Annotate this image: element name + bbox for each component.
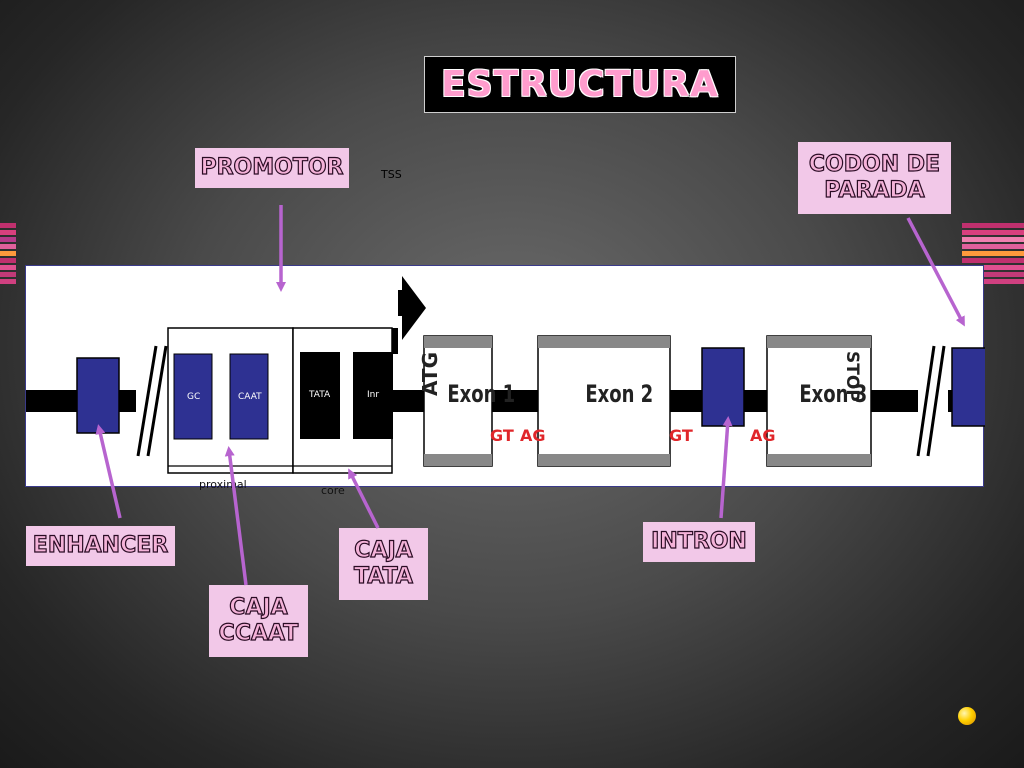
promotor-label: PROMOTOR	[195, 148, 349, 188]
intron-element	[701, 347, 745, 427]
splice-ag-1: AG	[520, 426, 546, 445]
caat-box	[229, 353, 269, 440]
caja-ccaat-label: CAJA CCAAT	[209, 585, 308, 657]
proximal-label: proximal	[199, 478, 247, 491]
exon-3	[766, 335, 872, 467]
exon-2-label: Exon 2	[585, 380, 654, 408]
tata-box	[300, 352, 340, 439]
gene-structure-panel: GC CAAT TATA Inr proximal core Exon 1 Ex…	[25, 265, 985, 497]
right-stripes	[962, 223, 1024, 286]
intron-label: INTRON	[643, 522, 755, 562]
splice-gt-2: GT	[669, 426, 693, 445]
navigation-orb[interactable]	[958, 707, 976, 725]
stop-label: STOP	[842, 351, 862, 402]
core-label: core	[321, 484, 345, 497]
atg-label: ATG	[418, 352, 442, 396]
stop-codon-element	[951, 347, 985, 427]
exon-1	[423, 335, 493, 467]
break-mark	[926, 345, 946, 457]
exon-2	[537, 335, 671, 467]
exon-3-label: Exon 3	[799, 380, 868, 408]
codon-parada-label: CODON DE PARADA	[798, 142, 951, 214]
splice-gt-1: GT	[490, 426, 514, 445]
splice-ag-2: AG	[750, 426, 776, 445]
break-mark	[146, 345, 168, 457]
gc-box	[173, 353, 213, 440]
enhancer-label: ENHANCER	[26, 526, 175, 566]
tata-label: TATA	[309, 390, 331, 400]
caat-label: CAAT	[238, 392, 262, 402]
enhancer-element	[76, 357, 120, 434]
page-title: ESTRUCTURA	[424, 56, 736, 113]
break-mark	[136, 345, 158, 457]
break-mark	[916, 345, 936, 457]
gene-diagram	[26, 276, 985, 474]
tss-arrow	[392, 276, 426, 354]
inr-label: Inr	[367, 390, 380, 400]
left-stripes	[0, 223, 16, 286]
tss-label: TSS	[381, 168, 402, 181]
caja-tata-label: CAJA TATA	[339, 528, 428, 600]
inr-box	[353, 352, 393, 439]
gc-label: GC	[187, 392, 201, 402]
exon-1-label: Exon 1	[447, 380, 516, 408]
